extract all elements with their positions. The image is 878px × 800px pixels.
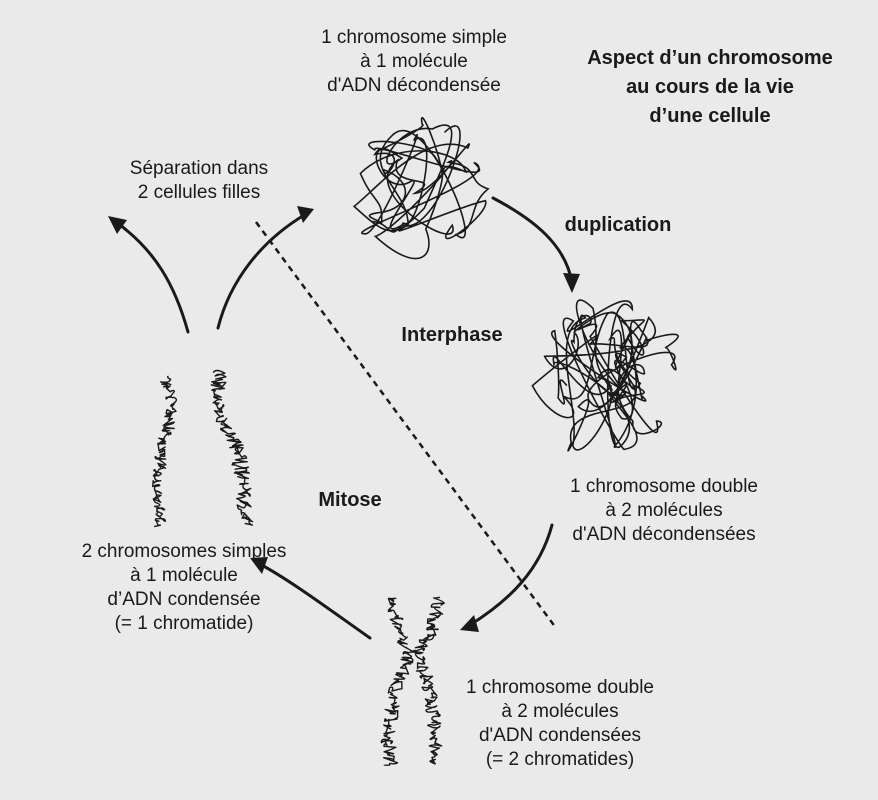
phase-divider-line — [254, 221, 558, 629]
condensation-arrow — [468, 523, 554, 627]
diagram-title: Aspect d’un chromosome au cours de la vi… — [587, 47, 833, 127]
condensed-double-chromatid-right-arm — [413, 596, 446, 765]
separation-left-arrowhead — [108, 216, 127, 234]
separation-right-arrowhead — [297, 206, 314, 223]
label-simple-decondensed: 1 chromosome simple à 1 molécule d'ADN d… — [321, 27, 507, 96]
separation-left-arrow — [114, 220, 190, 334]
decondensed-double-chromosome — [531, 299, 679, 452]
label-mitose: Mitose — [318, 489, 382, 511]
label-double-decondensed: 1 chromosome double à 2 molécules d'ADN … — [570, 476, 758, 545]
separation-right-arrow — [216, 212, 308, 330]
label-duplication: duplication — [564, 214, 672, 236]
label-separation: Séparation dans 2 cellules filles — [129, 158, 269, 203]
condensed-simple-chromosome-right — [210, 369, 254, 526]
duplication-arrowhead — [563, 273, 580, 293]
mitosis-arrowhead — [250, 557, 268, 574]
label-double-condensed: 1 chromosome double à 2 molécules d'ADN … — [466, 677, 654, 770]
mitosis-arrow — [256, 561, 372, 640]
condensed-simple-chromosome-left — [152, 375, 178, 528]
label-simples-condensed: 2 chromosomes simples à 1 molécule d’ADN… — [81, 541, 287, 634]
duplication-arrow — [491, 196, 574, 284]
condensed-double-chromatid-left-arm — [380, 597, 416, 766]
decondensed-simple-chromosome — [352, 116, 490, 260]
condensation-arrowhead — [460, 615, 479, 632]
label-interphase: Interphase — [401, 324, 503, 346]
